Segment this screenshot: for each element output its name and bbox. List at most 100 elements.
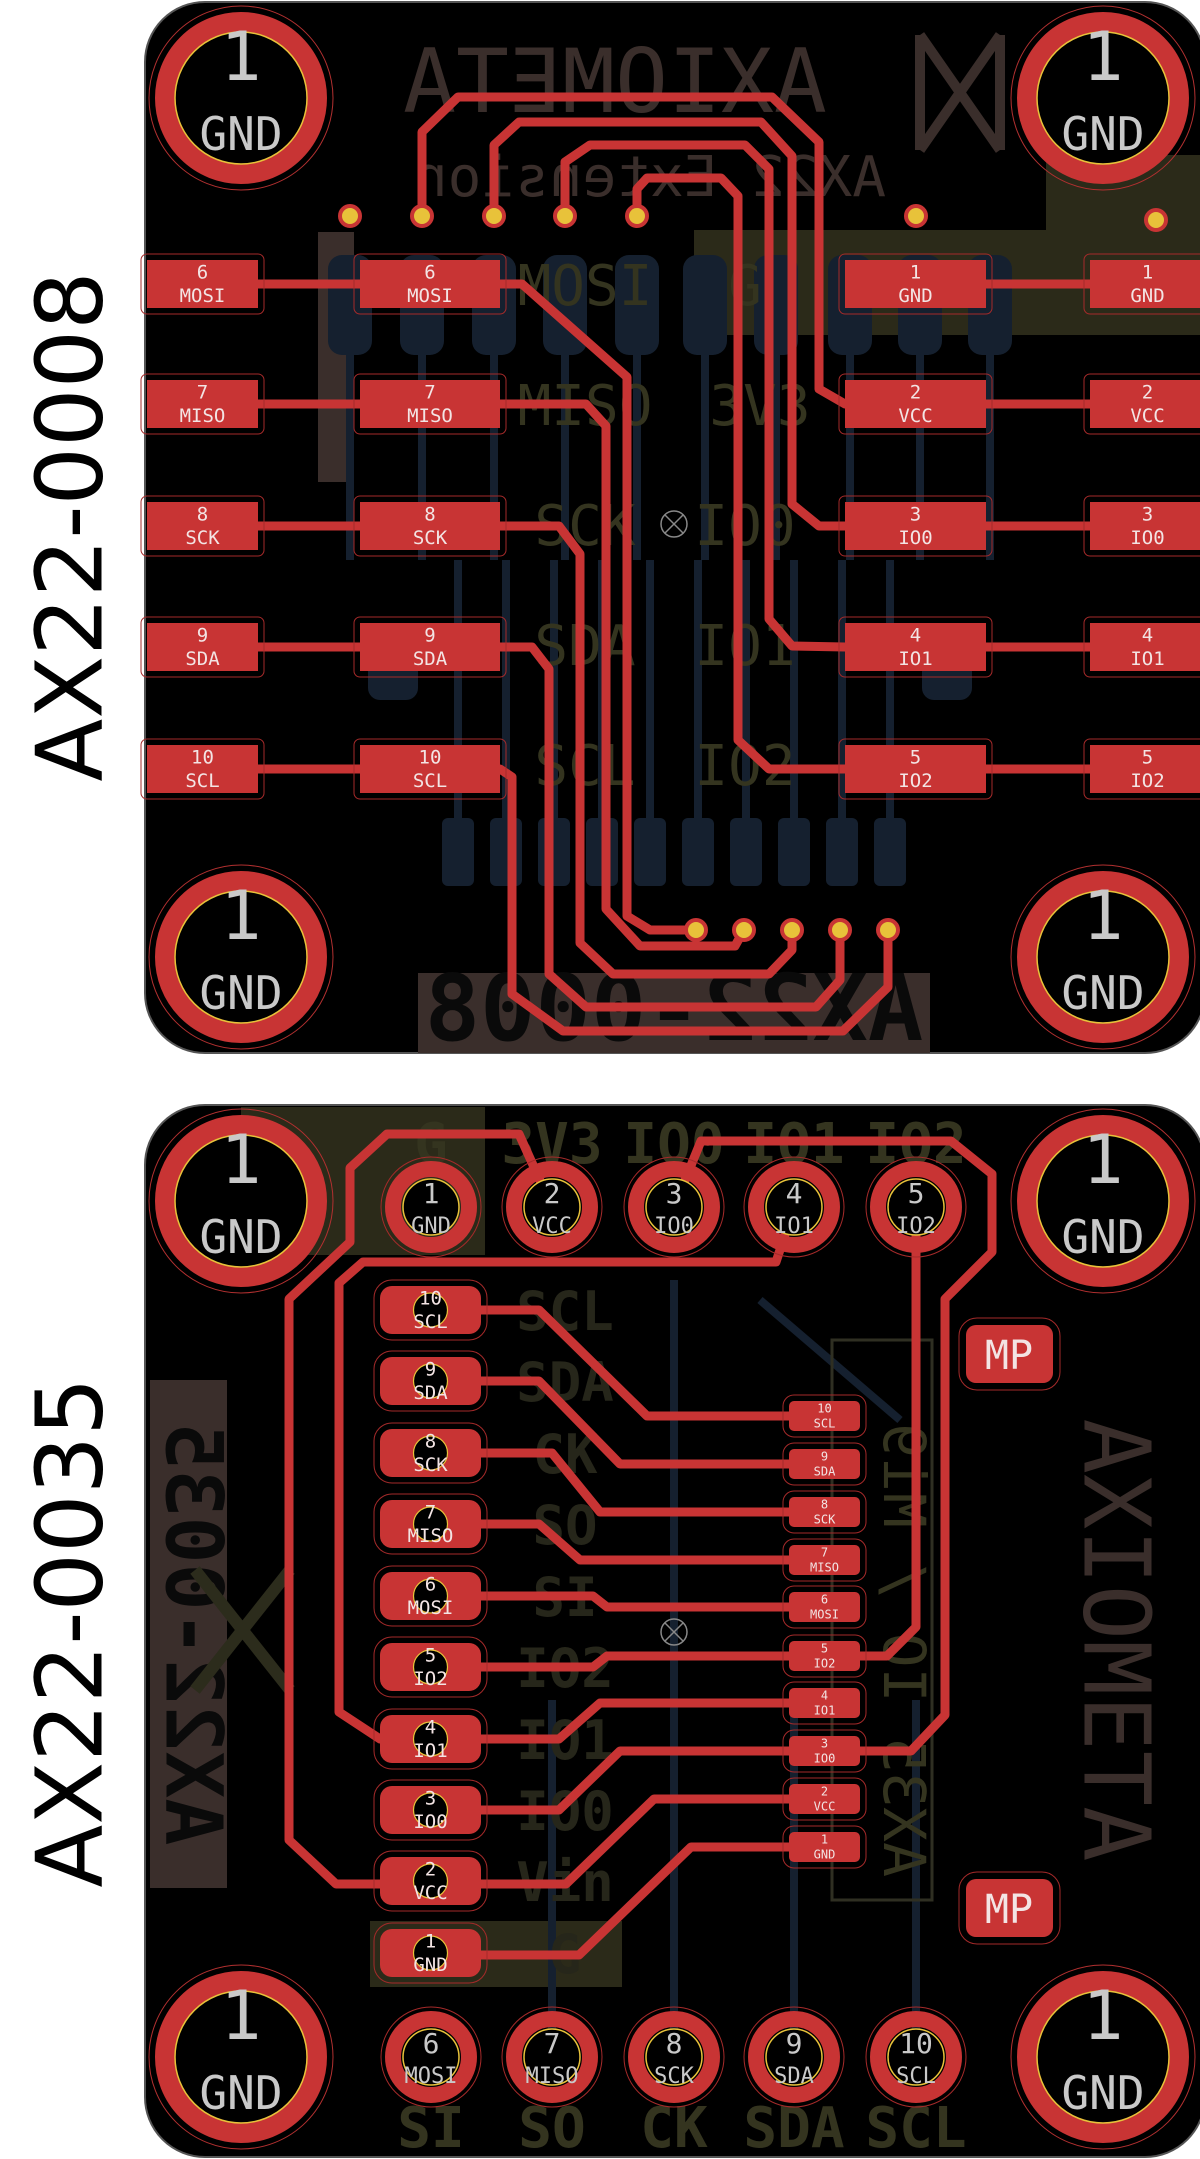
pad-net-label: MISO xyxy=(407,405,453,427)
hole-net-label: GND xyxy=(1061,966,1144,1020)
mounting-hole-ring xyxy=(155,1971,327,2143)
hole-number: 1 xyxy=(221,1121,262,1200)
pad-ring xyxy=(748,1161,840,1253)
pad-copper xyxy=(845,745,986,793)
via xyxy=(625,204,649,228)
mounting-hole-drill xyxy=(1036,890,1170,1024)
pad-drill xyxy=(412,1292,449,1328)
pad-number: 4 xyxy=(1142,624,1153,646)
pad-copper xyxy=(789,1545,860,1575)
hole-number: 1 xyxy=(1083,1121,1124,1200)
pad-number: 5 xyxy=(908,1177,925,1210)
via xyxy=(482,204,506,228)
copper-trace xyxy=(476,1746,794,1815)
copper-trace xyxy=(476,1591,794,1612)
mounting-hole-clearance xyxy=(148,1964,334,2150)
pad-outline xyxy=(380,2006,482,2108)
pad-outline xyxy=(743,1156,845,1258)
pad-number: 1 xyxy=(821,1832,828,1846)
copper-trace xyxy=(476,1519,794,1565)
silk-bottom-label: SI xyxy=(397,2096,464,2159)
pad-number: 8 xyxy=(425,1430,436,1452)
pad-drill xyxy=(887,1178,945,1236)
pad-outline xyxy=(501,2006,603,2108)
hole-net-label: GND xyxy=(1061,2066,1144,2120)
pad-net-label: IO2 xyxy=(898,770,932,792)
via xyxy=(876,918,900,942)
pad-net-label: VCC xyxy=(1130,405,1164,427)
pad-drill xyxy=(523,2028,581,2086)
pad-number: 8 xyxy=(197,503,208,525)
pad-net-label: MOSI xyxy=(810,1607,839,1621)
pad-ring xyxy=(870,1161,962,1253)
pad-outline xyxy=(1083,373,1200,435)
copper-trace xyxy=(476,1842,794,1960)
pad-outline xyxy=(838,373,993,435)
pad-copper xyxy=(1090,260,1200,308)
mp-label: MP xyxy=(985,1333,1033,1379)
back-pad xyxy=(615,255,659,355)
pad-drill xyxy=(412,1649,449,1685)
via xyxy=(780,918,804,942)
pad-ring xyxy=(385,2011,477,2103)
silk-bottom-label: SO xyxy=(518,2096,585,2159)
pad-net-label: IO0 xyxy=(654,1214,694,1239)
pad-copper xyxy=(1090,502,1200,550)
pad-outline xyxy=(353,495,507,557)
pad-outline xyxy=(623,1156,725,1258)
pad-number: 9 xyxy=(786,2027,803,2060)
origin-marker-cross xyxy=(664,1622,684,1642)
pad-outline xyxy=(373,1279,488,1341)
pad-number: 2 xyxy=(1142,381,1153,403)
pad-net-label: SCL xyxy=(896,2064,936,2089)
pad-drill xyxy=(412,1506,449,1542)
pad-number: 9 xyxy=(197,624,208,646)
pad-outline xyxy=(373,1708,488,1770)
pad-number: 10 xyxy=(899,2027,933,2060)
silk-pin-label: IO0 xyxy=(694,494,795,559)
pad-copper xyxy=(360,745,500,793)
pad-ring xyxy=(628,2011,720,2103)
pad-outline xyxy=(782,1825,867,1869)
pad-outline xyxy=(838,253,993,315)
pad-number: 6 xyxy=(425,1573,436,1595)
pad-net-label: SDA xyxy=(774,2064,814,2089)
mounting-hole-ring xyxy=(155,12,327,184)
pad-outline xyxy=(353,373,507,435)
copper-trace xyxy=(417,92,850,409)
pad-drill xyxy=(523,1178,581,1236)
pad-number: 9 xyxy=(821,1449,828,1463)
pad-outline xyxy=(373,1422,488,1484)
pad-net-label: MOSI xyxy=(407,285,453,307)
copper-trace xyxy=(476,1651,794,1672)
pad-copper xyxy=(789,1497,860,1527)
copper-trace xyxy=(495,279,701,935)
mounting-hole-clearance xyxy=(1010,5,1196,191)
copper-trace xyxy=(495,521,797,979)
pad-ring xyxy=(506,1161,598,1253)
back-pad xyxy=(874,818,906,886)
pad-outline xyxy=(865,2006,967,2108)
pad-number: 8 xyxy=(424,503,435,525)
mounting-hole-drill xyxy=(174,890,308,1024)
pad-copper xyxy=(147,260,258,308)
pad-net-label: VCC xyxy=(898,405,932,427)
back-pad xyxy=(682,818,714,886)
pad-net-label: MOSI xyxy=(405,2064,458,2089)
pad-ring xyxy=(628,1161,720,1253)
pad-copper xyxy=(966,1325,1053,1383)
